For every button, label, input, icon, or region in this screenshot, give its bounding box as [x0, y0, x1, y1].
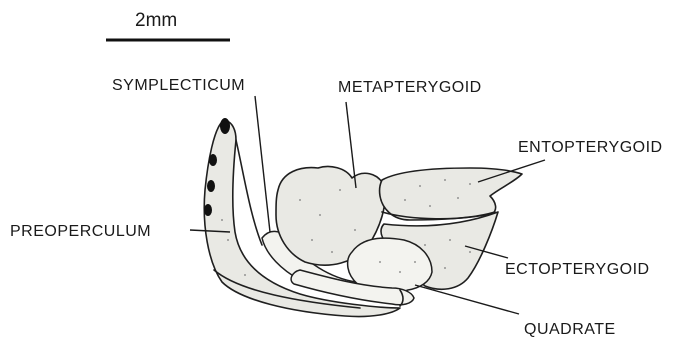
sensory-pore — [204, 204, 212, 216]
sensory-pore — [220, 118, 230, 134]
scale-bar-label: 2mm — [135, 10, 177, 31]
label-quadrate: QUADRATE — [524, 321, 616, 338]
label-preoperculum: PREOPERCULUM — [10, 223, 151, 240]
scale-bar: 2mm — [106, 10, 230, 40]
symplecticum-leader — [255, 96, 270, 232]
entopterygoid-bone — [380, 168, 522, 220]
label-ectopterygoid: ECTOPTERYGOID — [505, 261, 650, 278]
sensory-pore — [207, 180, 215, 192]
label-metapterygoid: METAPTERYGOID — [338, 79, 482, 96]
label-entopterygoid: ENTOPTERYGOID — [518, 139, 663, 156]
label-symplecticum: SYMPLECTICUM — [112, 77, 245, 94]
sensory-pore — [209, 154, 217, 166]
quadrate-leader — [415, 285, 519, 314]
